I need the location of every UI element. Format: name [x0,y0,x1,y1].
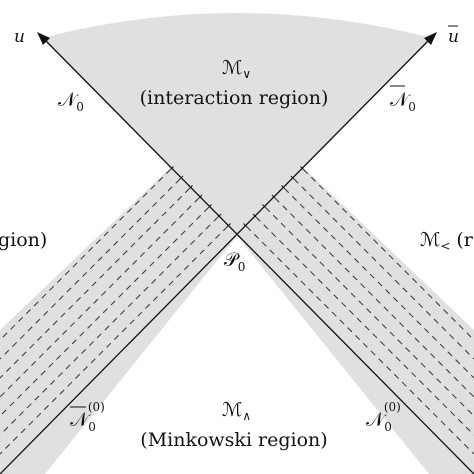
u-bar-axis-label: u [448,25,459,47]
null-generator-dash-line [303,169,474,341]
null-generator-dash-line [0,197,200,398]
u-arrow-icon [37,32,50,45]
right-null-band-shading [237,168,474,474]
upper-region-symbol: ℳ∨ [222,57,251,81]
u-bar-null-line [0,39,430,474]
null-generator-dash-line [274,197,474,398]
n0-right-label: 𝒩0 [390,85,416,114]
null-generator-dash-line [293,178,474,360]
null-generator-dash-line [265,207,474,417]
null-generator-dash-line [0,216,219,436]
u-null-line [44,39,474,474]
left-region-caption: gion) [0,229,47,251]
u-axis-label: u [14,27,25,47]
u-bar-arrow-icon [424,32,437,45]
right-region-label: ℳ<(r [420,229,474,253]
null-line-tick [252,213,257,218]
n0-zero-left-label: 𝒩0(0) [70,400,105,434]
left-null-band-shading [0,168,237,474]
null-generator-dash-line [0,207,209,417]
null-generator-dash-line [0,178,181,360]
lower-region-caption: (Minkowski region) [140,429,327,451]
interaction-region-shading [42,13,432,236]
null-generator-dash-line [246,226,474,455]
upper-region-caption: (interaction region) [140,87,329,109]
null-generator-dash-line [284,188,474,379]
svg-text:u: u [448,27,459,47]
p0-label: 𝒫0 [224,249,245,274]
null-generator-dashes [0,169,474,455]
null-generator-dash-line [0,169,171,341]
null-generator-dash-line [0,226,228,455]
svg-text:𝒩0: 𝒩0 [390,89,416,114]
n0-zero-right-label: 𝒩0(0) [366,400,401,434]
null-line-ticks [170,166,304,227]
n0-left-label: 𝒩0 [58,89,84,114]
null-generator-dash-line [255,216,474,436]
null-generator-dash-line [0,188,190,379]
null-line-tick [217,213,222,218]
lower-region-symbol: ℳ∧ [222,399,251,423]
svg-text:𝒩0(0): 𝒩0(0) [70,400,105,434]
